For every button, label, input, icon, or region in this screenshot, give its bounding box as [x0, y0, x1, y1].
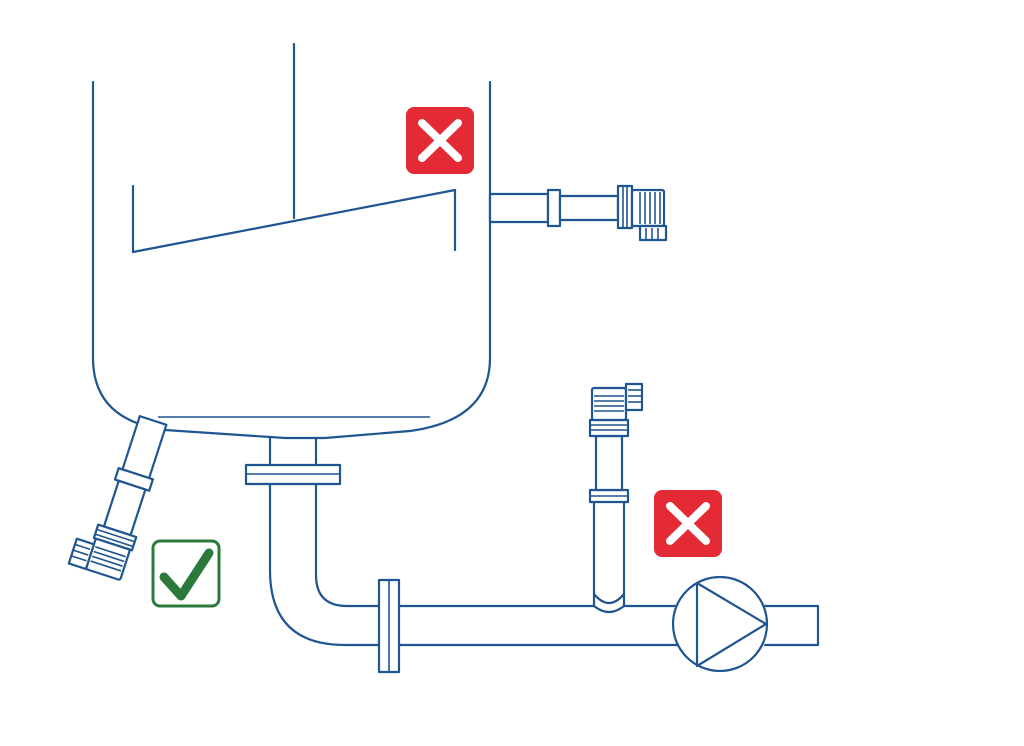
agitator-blade: [131, 184, 457, 254]
pipe-elbow-inner: [314, 482, 381, 608]
x-mark-icon: [406, 107, 474, 174]
sensor-pump-suction: [588, 382, 644, 614]
sensor-tank-bottom: [67, 415, 168, 581]
pump-triangle-symbol: [695, 581, 768, 668]
pipe-elbow-outer: [268, 482, 381, 647]
suction-pipe: [268, 482, 688, 674]
check-mark-icon: [151, 539, 221, 608]
tank-shell: [91, 80, 492, 440]
pump-casing: [671, 575, 769, 673]
pump: [671, 575, 820, 673]
pump-discharge: [763, 604, 820, 647]
x-mark-icon: [654, 490, 722, 557]
tank: [91, 42, 492, 440]
sensor-tank-side: [488, 184, 668, 242]
tank-outlet: [244, 436, 342, 486]
